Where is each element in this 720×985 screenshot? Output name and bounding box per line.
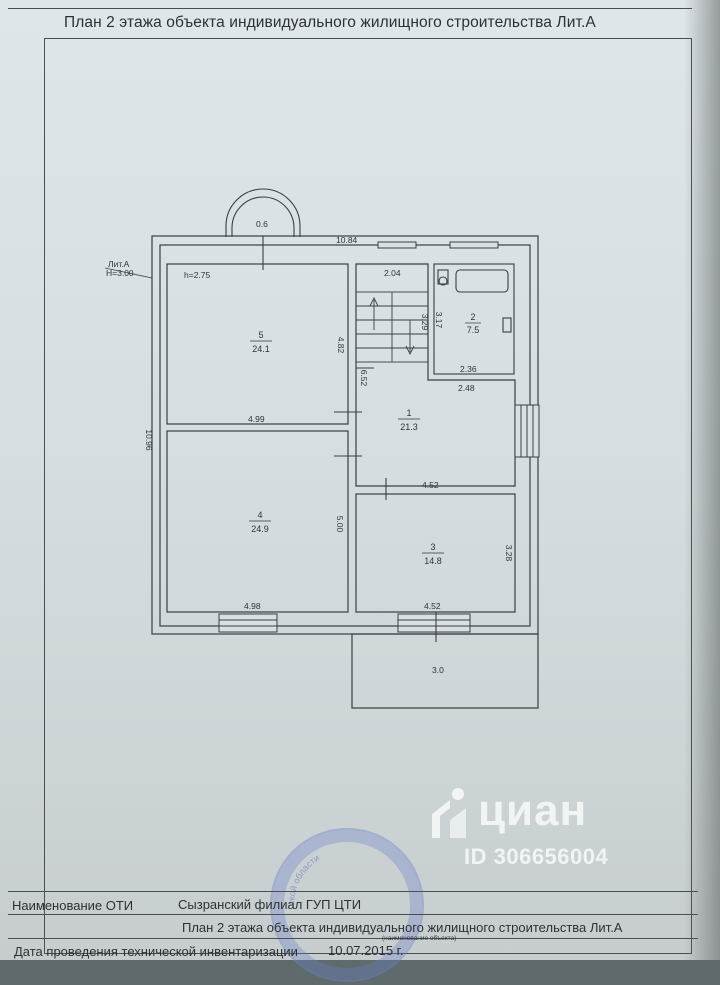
room-number: 2	[470, 312, 475, 322]
footer-line-1	[8, 891, 698, 892]
date-label: Дата проведения технической инвентаризац…	[14, 944, 298, 959]
dim-top-width: 10.84	[336, 235, 358, 245]
outer-wall-outer	[151, 235, 539, 635]
frame-top-line	[8, 8, 692, 9]
dim-room3-bottom: 4.52	[424, 601, 441, 611]
balcony-outline	[351, 633, 539, 709]
height-label: Н=3.00	[106, 268, 134, 278]
dim-room3-height: 3.28	[504, 545, 514, 562]
ceiling-label: h=2.75	[184, 270, 211, 280]
bathroom	[433, 263, 515, 375]
cian-house-logo-icon	[432, 788, 466, 838]
right-windows	[514, 404, 540, 458]
object-value: План 2 этажа объекта индивидуального жил…	[182, 920, 623, 935]
dim-bath-outer: 2.48	[458, 383, 475, 393]
stamp-ring: ской области	[286, 853, 321, 905]
room-5-label: 5 24.1	[250, 330, 272, 354]
hall-outline	[355, 263, 516, 487]
dim-bath-height: 3.17	[434, 312, 444, 329]
room-5-outline	[166, 263, 349, 425]
room-area: 21.3	[400, 422, 418, 432]
room-number: 1	[406, 408, 411, 418]
room-1-label: 1 21.3	[398, 408, 420, 432]
page-title: План 2 этажа объекта индивидуального жил…	[64, 14, 596, 31]
room-area: 24.9	[251, 524, 269, 534]
object-hint: (наименование объекта)	[382, 935, 457, 942]
room-4-label: 4 24.9	[249, 510, 271, 534]
dim-left-height: 10.96	[144, 429, 154, 451]
outer-wall-inner	[159, 244, 531, 627]
bay-window	[225, 188, 301, 270]
room-number: 4	[257, 510, 262, 520]
dim-balcony: 3.0	[432, 665, 444, 675]
dim-room4-height: 5.00	[335, 516, 345, 533]
room-area: 24.1	[252, 344, 270, 354]
dim-room5-bottom: 4.99	[248, 414, 265, 424]
cian-watermark: циан ID 306656004	[428, 780, 678, 880]
bottom-windows	[218, 613, 471, 633]
oti-value: Сызранский филиал ГУП ЦТИ	[178, 897, 362, 912]
dim-room5-height: 4.82	[336, 337, 346, 354]
room-2-label: 2 7.5	[465, 312, 481, 335]
room-area: 14.8	[424, 556, 442, 566]
room-4-outline	[166, 430, 349, 613]
dim-room4-bottom: 4.98	[244, 601, 261, 611]
top-windows	[377, 241, 499, 249]
room-area: 7.5	[467, 325, 480, 335]
lit-label: Лит.А	[108, 259, 130, 269]
room-3-label: 3 14.8	[422, 542, 444, 566]
oti-label: Наименование ОТИ	[12, 898, 134, 913]
dim-hall-bottom: 4.52	[422, 480, 439, 490]
cian-brand-text: циан	[478, 786, 588, 835]
dim-hall-height: 6.52	[359, 370, 369, 387]
room-number: 3	[430, 542, 435, 552]
dim-bath-inner: 2.36	[460, 364, 477, 374]
dim-bay: 0.6	[256, 219, 268, 229]
outer-walls	[151, 235, 539, 635]
lit-underline	[104, 267, 153, 279]
floor-plan: Лит.А Н=3.00 h=2.75 10.84 0.6 10.96 2.04…	[104, 188, 540, 709]
dim-stair-height: 3.29	[420, 314, 430, 331]
listing-id-text: ID 306656004	[464, 844, 609, 869]
footer-line-2	[8, 914, 698, 915]
footer-line-3	[8, 938, 698, 939]
dim-stair-width: 2.04	[384, 268, 401, 278]
stairs	[355, 291, 429, 363]
door-marks	[334, 367, 437, 642]
room-number: 5	[258, 330, 263, 340]
date-value: 10.07.2015 г.	[328, 943, 404, 958]
